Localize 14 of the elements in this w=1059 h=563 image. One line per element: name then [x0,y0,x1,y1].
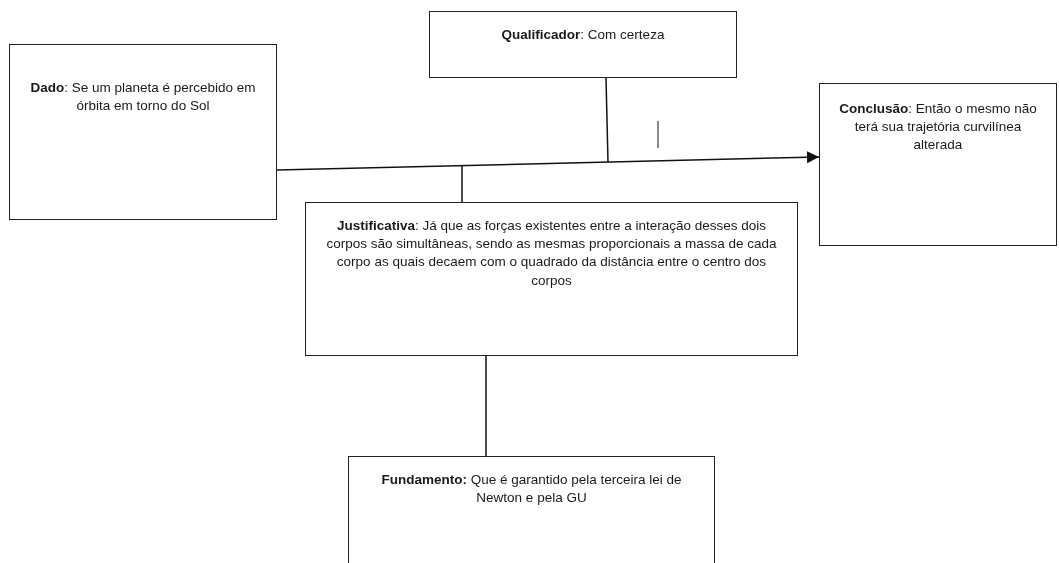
box-text: Dado: Se um planeta é percebido em órbita em torno do Sol [29,79,257,116]
box-text: Fundamento: Que é garantido pela terceira lei de Newton e pela GU [380,471,683,508]
text-box [429,11,737,78]
box-text: Qualificador: Com certeza [501,26,665,44]
box-text: Justificativa: Já que as forças existentes entre a interação desses dois corpos são simultâneas, sendo as mesmas proporcionais a massa de cada corpo as quais decaem com o quadrado da distância entre o centro dos corpos [325,217,778,290]
connector-line [461,164,463,203]
text-box [305,202,798,356]
text-box [819,83,1057,246]
box-text: Conclusão: Então o mesmo não terá sua trajetória curvilínea alterada [838,100,1038,155]
arrow [276,151,820,171]
text-box [9,44,277,220]
connector-line [605,77,609,163]
text-box [348,456,715,563]
connector-line [485,355,487,457]
